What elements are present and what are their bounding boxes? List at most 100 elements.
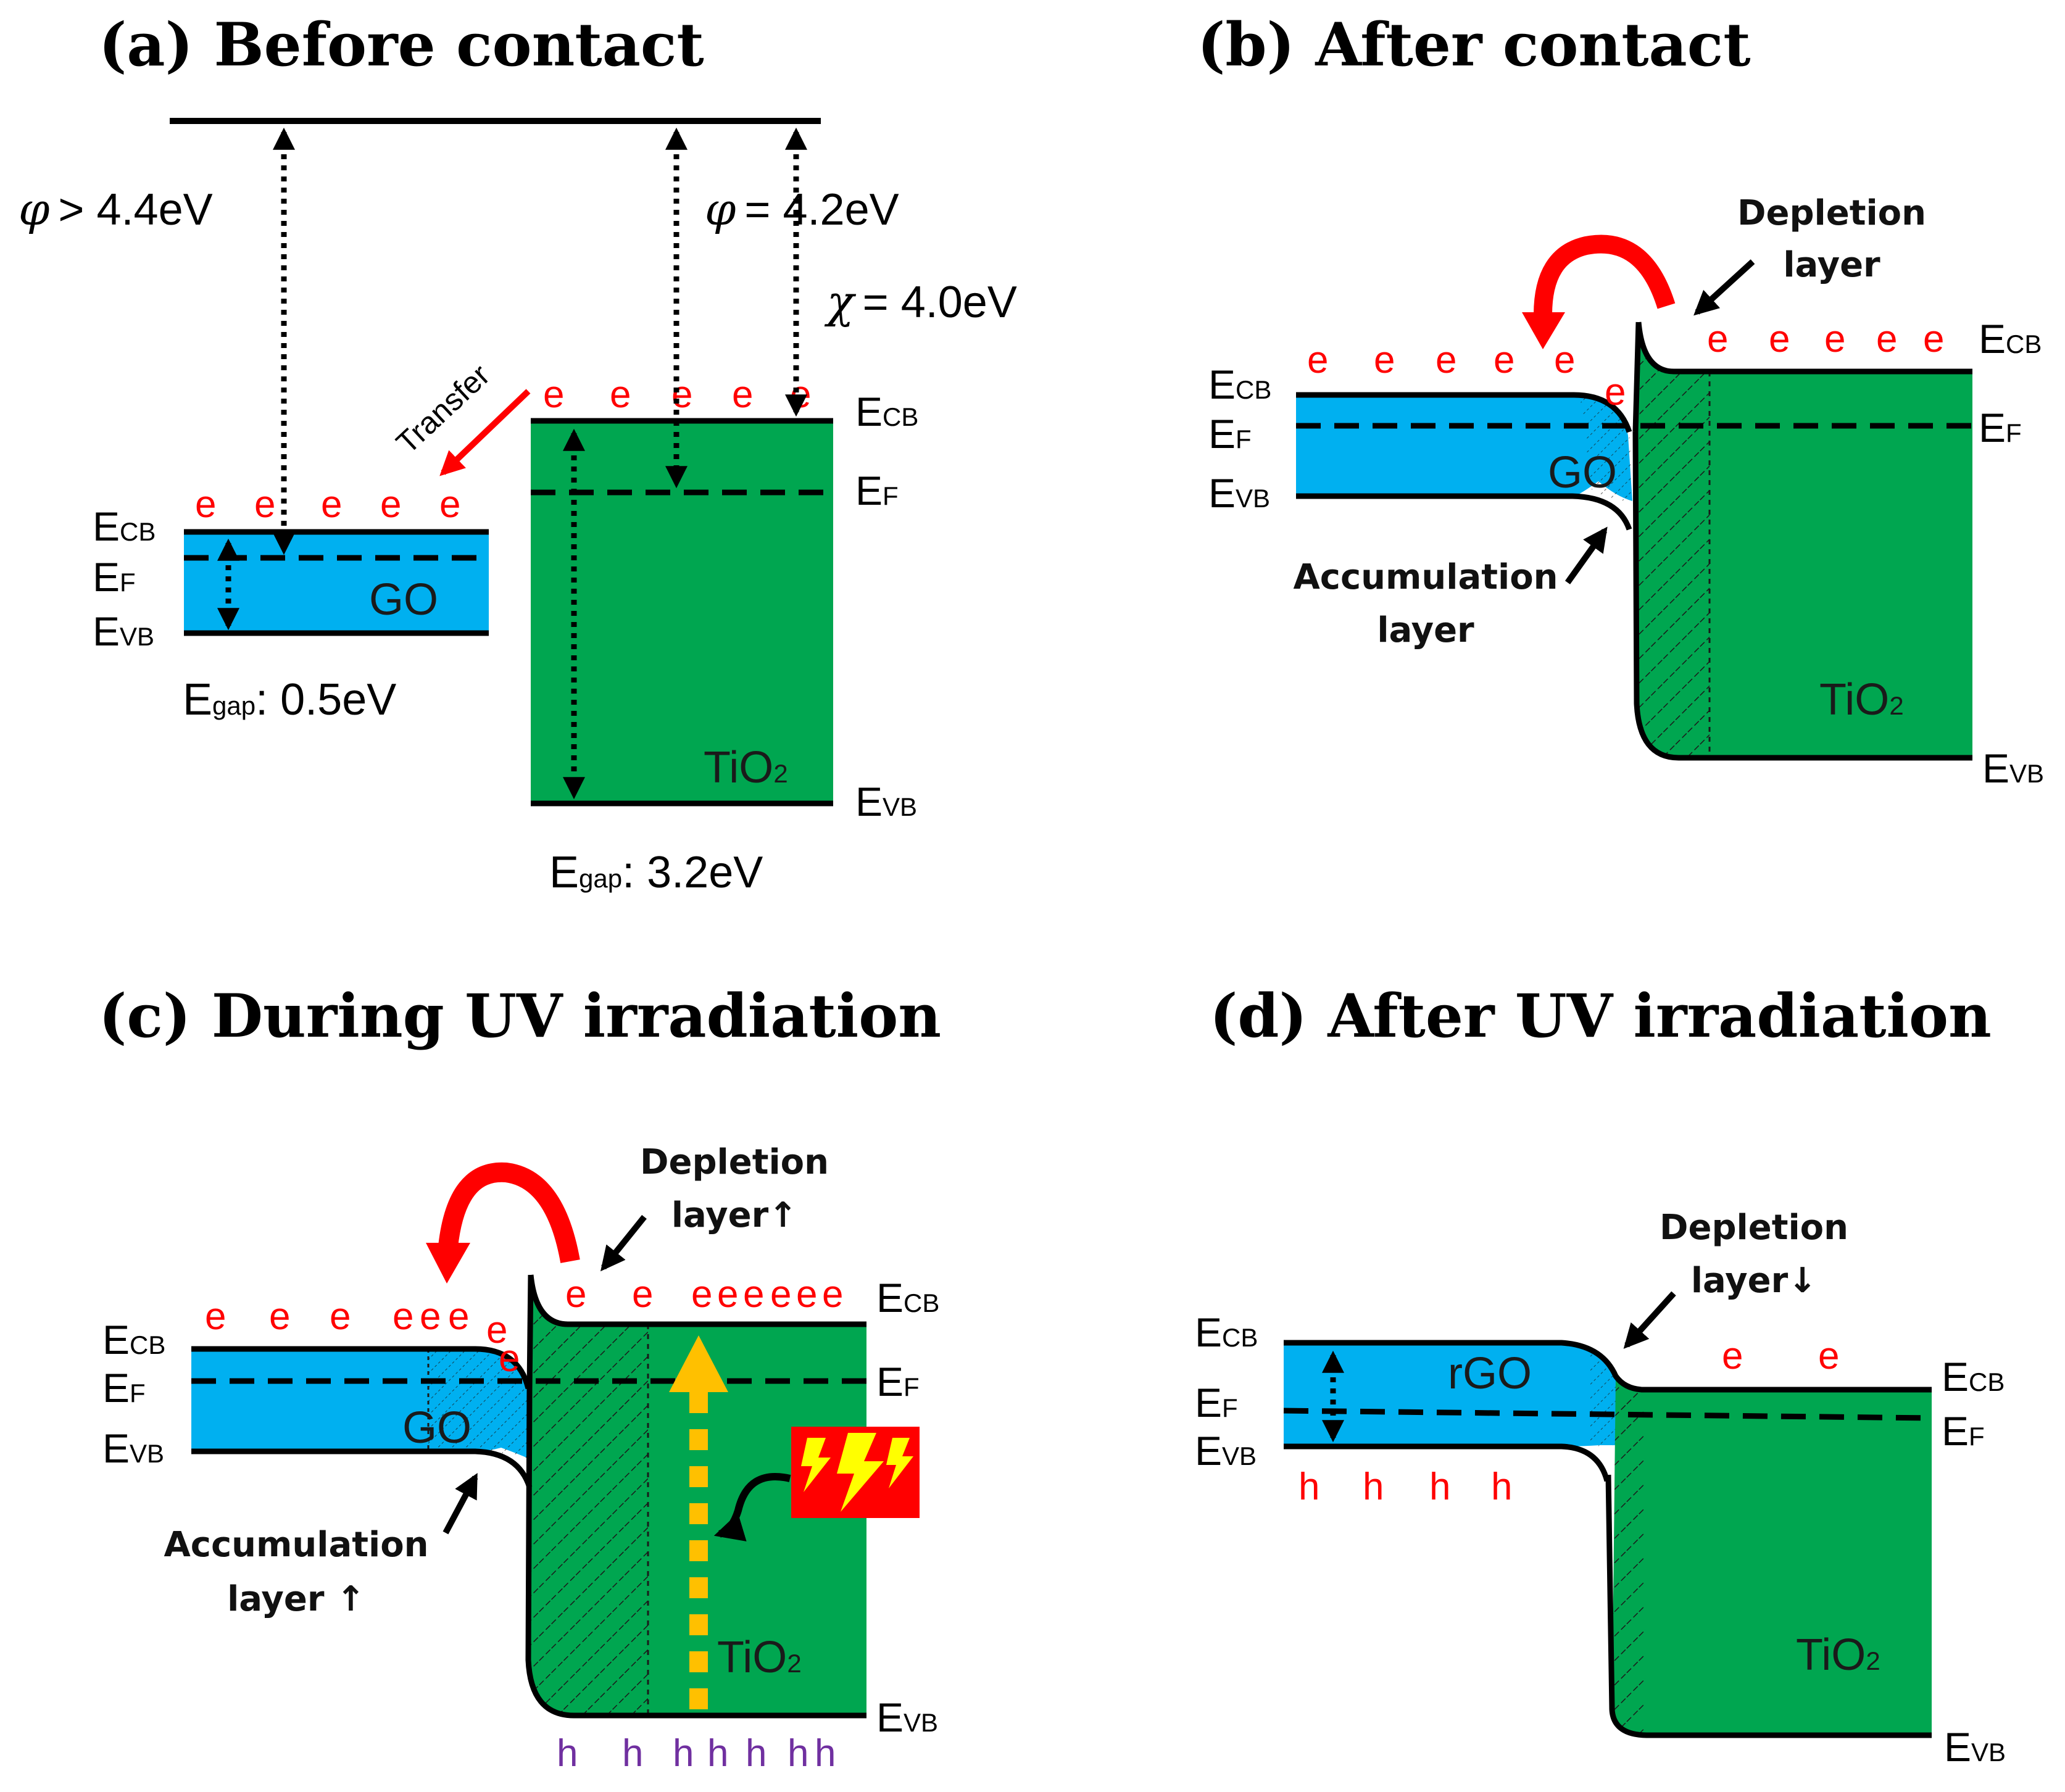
tio2-ecb-label: ECB: [855, 389, 918, 434]
electron: e: [1307, 339, 1328, 381]
tio2-ef-label: EF: [1942, 1408, 1985, 1454]
tio2-label: TiO2: [1796, 1630, 1880, 1680]
accumulation-label-line1: Accumulation: [1293, 557, 1558, 597]
hole: h: [787, 1732, 808, 1775]
tio2-ef-label: EF: [876, 1359, 920, 1404]
go-ef-label: EF: [1208, 411, 1252, 457]
transfer-label: Transfer: [389, 357, 496, 460]
electron: e: [393, 1295, 413, 1338]
hole: h: [622, 1732, 643, 1775]
go-evb-label: EVB: [1208, 470, 1270, 516]
electron: e: [543, 373, 564, 416]
tio2-evb-label: EVB: [855, 779, 917, 824]
go-electrons: e e e e e e: [1307, 339, 1626, 413]
tio2-label: TiO2: [704, 743, 788, 792]
go-ecb-line: [191, 1346, 531, 1390]
electron: e: [1554, 339, 1575, 381]
curved-arrow-icon: [438, 1162, 580, 1263]
accumulation-region: [1580, 395, 1633, 503]
electron: e: [1876, 318, 1897, 360]
depletion-label-line1: Depletion: [640, 1142, 829, 1182]
electron: e: [1494, 339, 1514, 381]
go-evb-label: EVB: [93, 608, 154, 654]
tio2-evb-line: [1605, 1474, 1932, 1738]
lightning-bolt: [801, 1438, 831, 1492]
electron: e: [420, 1295, 441, 1338]
depletion-label-line2: layer↑: [671, 1195, 797, 1235]
go-electrons: e e e e e: [195, 483, 460, 526]
tio2-electron-affinity-label: χ= 4.0eV: [824, 276, 1017, 328]
depletion-pointer-arrow: [600, 1214, 647, 1272]
accumulation-label-line2: layer: [1377, 610, 1474, 650]
electron: e: [822, 1273, 843, 1316]
electron: e: [499, 1337, 520, 1380]
depletion-label-line1: Depletion: [1737, 193, 1926, 233]
tio2-electrons: e e e e e: [1707, 318, 1944, 360]
lightning-icon: [791, 1427, 920, 1518]
curved-arrow-icon: [1534, 234, 1676, 315]
go-electrons: e e e e e e e e: [205, 1295, 520, 1380]
curved-arrow-head: [1522, 312, 1565, 349]
electron: e: [439, 483, 460, 526]
tio2-holes: h h h h h h h: [557, 1732, 836, 1775]
hole: h: [557, 1732, 578, 1775]
tio2-band: [1612, 1376, 1932, 1735]
rgo-band: [1284, 1343, 1616, 1446]
interface-region: [1590, 1348, 1616, 1446]
tio2-level-labels: ECB EF EVB: [1942, 1354, 2006, 1770]
rgo-label: rGO: [1448, 1349, 1532, 1398]
electron: e: [632, 1273, 653, 1316]
go-gap-label: Egap: 0.5eV: [183, 675, 396, 724]
uv-excitation-arrow-head: [669, 1335, 728, 1392]
accumulation-pointer-arrow: [442, 1472, 478, 1535]
uv-pointer-arrow: [713, 1473, 791, 1541]
transfer-arrow: [439, 389, 531, 476]
tio2-electrons: e e e e e e e e: [565, 1273, 843, 1316]
depletion-pointer-arrow: [1623, 1291, 1676, 1349]
rgo-holes: h h h h: [1298, 1466, 1512, 1508]
tio2-electrons: e e: [1722, 1335, 1839, 1377]
electron: e: [1605, 371, 1626, 413]
tio2-label: TiO2: [717, 1633, 802, 1682]
tio2-level-labels: ECB EF EVB: [1979, 316, 2044, 791]
electron: e: [1722, 1335, 1743, 1377]
tio2-ecb-line: [1635, 321, 1972, 375]
tio2-evb-line: [1632, 431, 1972, 761]
go-ecb-label: ECB: [102, 1317, 165, 1363]
panel-a-title: (a) Before contact: [99, 10, 704, 80]
electron: e: [330, 1295, 351, 1338]
panel-b-title: (b) After contact: [1197, 10, 1751, 80]
go-ef-label: EF: [93, 554, 136, 600]
depletion-label-line2: layer: [1783, 245, 1880, 285]
hole: h: [1298, 1466, 1319, 1508]
electron: e: [717, 1273, 738, 1316]
panel-c-title: (c) During UV irradiation: [99, 981, 941, 1051]
electron: e: [732, 373, 753, 416]
depletion-label-line2: layer↓: [1691, 1261, 1817, 1301]
accumulation-label-line1: Accumulation: [164, 1525, 428, 1565]
tio2-band: [1637, 322, 1972, 758]
electron: e: [691, 1273, 712, 1316]
electron: e: [610, 373, 631, 416]
go-level-labels: ECB EF EVB: [1208, 362, 1271, 516]
tio2-ecb-label: ECB: [1942, 1354, 2005, 1400]
panel-c: (c) During UV irradiation GO TiO2: [99, 981, 941, 1775]
depletion-region: [1612, 1376, 1645, 1735]
interface-line: [1632, 321, 1642, 433]
depletion-pointer-arrow: [1693, 259, 1755, 316]
tio2-gap-label: Egap: 3.2eV: [549, 848, 763, 897]
rgo-ecb-label: ECB: [1195, 1309, 1258, 1355]
go-label: GO: [369, 575, 438, 624]
rgo-evb-label: EVB: [1195, 1428, 1257, 1474]
panel-d: (d) After UV irradiation rGO TiO2 ECB EF…: [1195, 981, 2006, 1770]
lightning-bolt: [837, 1433, 884, 1512]
depletion-region: [528, 1284, 648, 1715]
go-evb-line: [191, 1448, 533, 1488]
hole: h: [1491, 1466, 1512, 1508]
interface-line: [526, 1274, 534, 1389]
electron: e: [1436, 339, 1456, 381]
go-evb-line: [1296, 493, 1632, 531]
depletion-label-line1: Depletion: [1660, 1208, 1848, 1248]
electron: e: [195, 483, 216, 526]
tio2-evb-label: EVB: [876, 1695, 938, 1740]
